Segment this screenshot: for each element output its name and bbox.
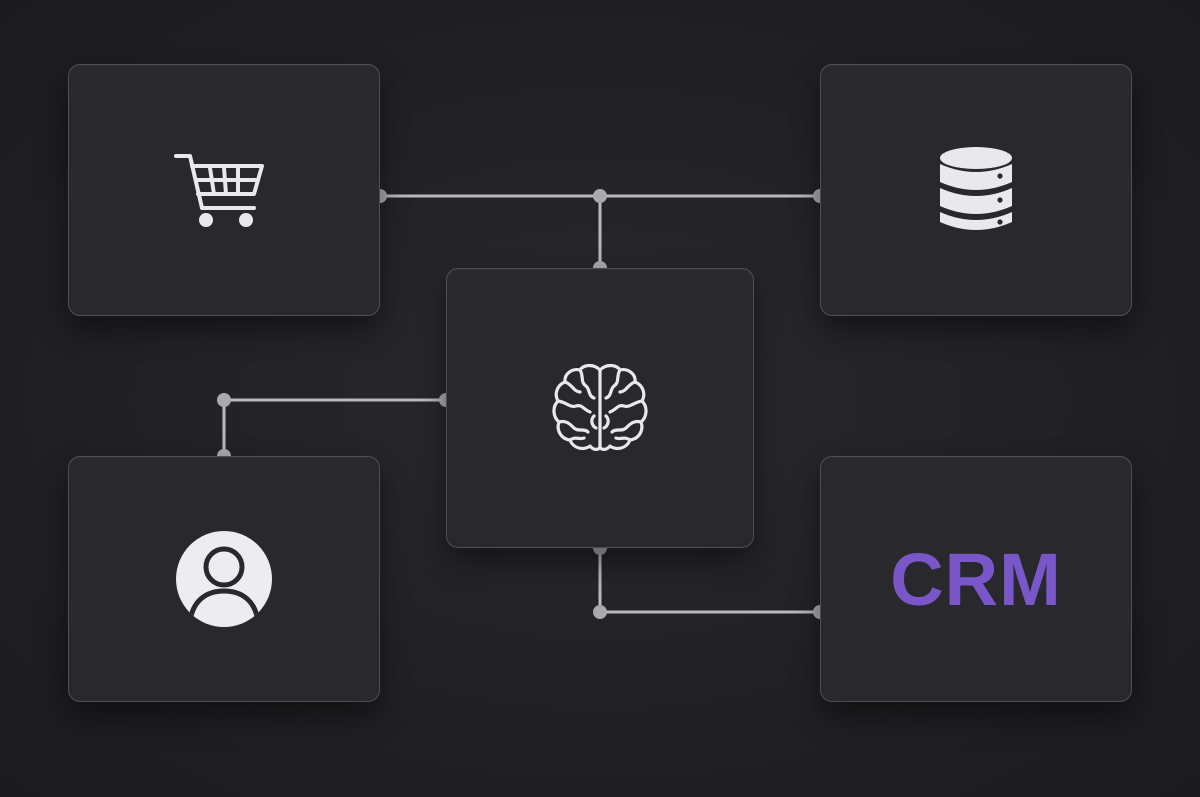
port-dot: [217, 393, 231, 407]
node-brain[interactable]: [446, 268, 754, 548]
shopping-cart-icon: [174, 154, 264, 227]
port-dot: [593, 605, 607, 619]
database-icon: [940, 147, 1012, 230]
connector-brain-user: [222, 398, 448, 458]
crm-label: CRM: [890, 537, 1062, 621]
node-user[interactable]: [68, 456, 380, 702]
user-avatar-icon: [176, 531, 272, 627]
node-crm[interactable]: CRM: [820, 456, 1132, 702]
node-database[interactable]: [820, 64, 1132, 316]
brain-icon: [552, 363, 648, 451]
port-dot: [593, 189, 607, 203]
node-cart[interactable]: [68, 64, 380, 316]
connector-brain-crm: [598, 546, 822, 614]
